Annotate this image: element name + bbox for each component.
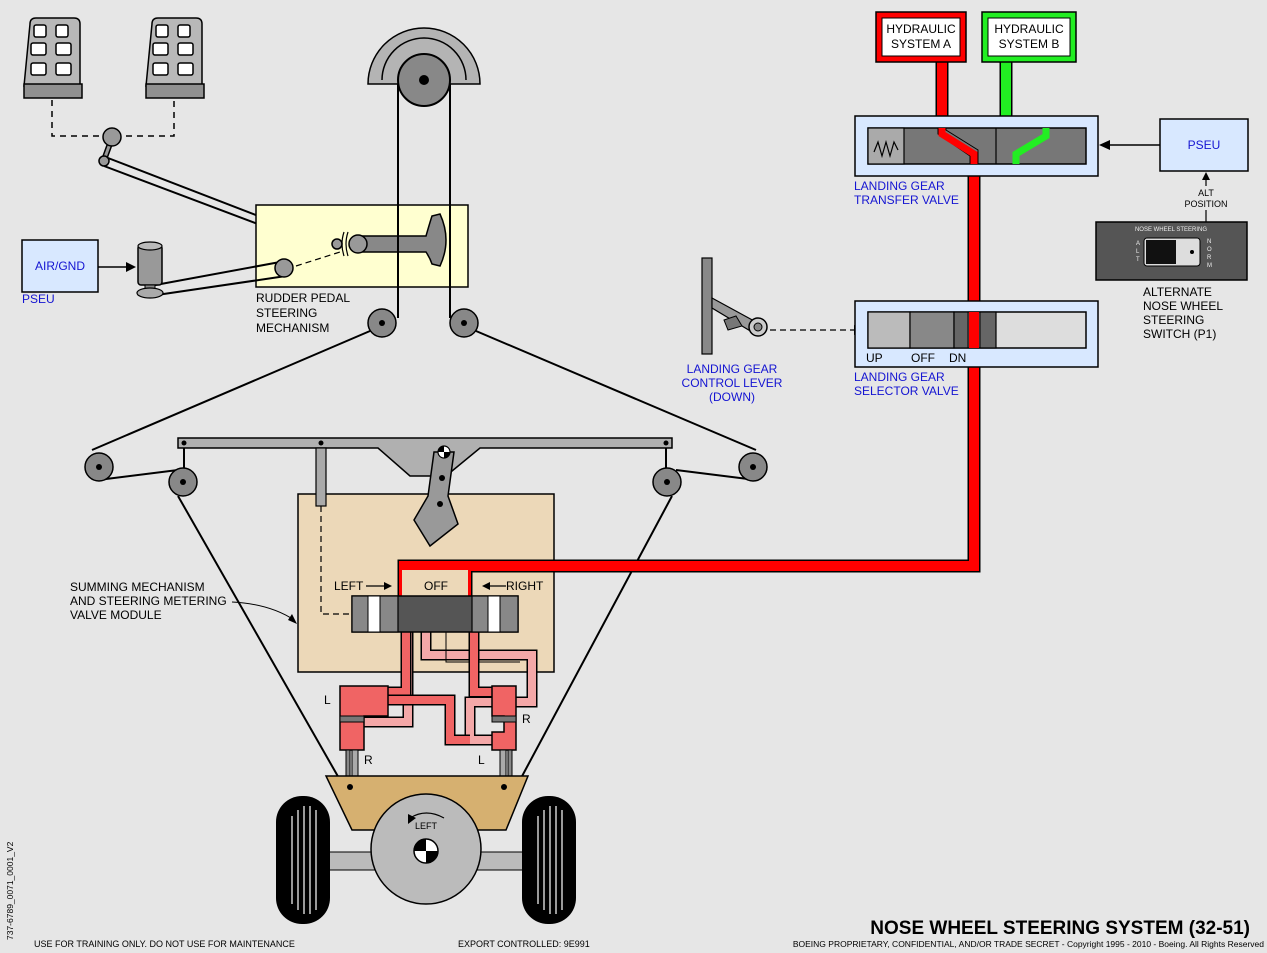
svg-text:DN: DN xyxy=(949,351,966,365)
svg-text:O: O xyxy=(1207,247,1212,253)
cable-pulley xyxy=(738,452,768,482)
air-gnd-label: AIR/GND xyxy=(35,259,85,273)
hydraulic-system-b-box: HYDRAULIC SYSTEM B xyxy=(981,11,1077,63)
pedal-link-dashed xyxy=(51,100,175,137)
air-gnd-box xyxy=(21,239,99,293)
svg-text:R: R xyxy=(522,712,531,726)
metering-valve xyxy=(351,570,519,633)
svg-text:OFF: OFF xyxy=(911,351,935,365)
sensor-rod xyxy=(149,261,287,297)
svg-text:LEFT: LEFT xyxy=(415,821,438,831)
svg-text:L: L xyxy=(478,753,485,767)
cable-pulley xyxy=(168,467,198,497)
rudder-pedal-icon xyxy=(145,17,205,99)
svg-text:LANDING GEAR: LANDING GEAR xyxy=(854,179,945,193)
side-id: 737-6789_0071_0001_V2 xyxy=(5,841,15,940)
svg-text:RIGHT: RIGHT xyxy=(506,579,544,593)
svg-text:STEERING: STEERING xyxy=(256,306,317,320)
svg-text:SWITCH (P1): SWITCH (P1) xyxy=(1143,327,1216,341)
footer-right: BOEING PROPRIETARY, CONFIDENTIAL, AND/OR… xyxy=(793,939,1264,949)
svg-text:HYDRAULIC: HYDRAULIC xyxy=(994,22,1064,36)
svg-text:SYSTEM B: SYSTEM B xyxy=(999,37,1060,51)
alt-switch-icon: NOSE WHEEL STEERING A L T N O R M xyxy=(1095,221,1248,281)
svg-text:POSITION: POSITION xyxy=(1184,199,1227,209)
cable-quadrant xyxy=(367,27,481,107)
svg-text:HYDRAULIC: HYDRAULIC xyxy=(886,22,956,36)
svg-text:PSEU: PSEU xyxy=(1188,138,1221,152)
svg-text:LANDING GEAR: LANDING GEAR xyxy=(687,362,778,376)
svg-text:L: L xyxy=(1136,249,1140,255)
svg-text:R: R xyxy=(1207,255,1212,261)
svg-text:N: N xyxy=(1207,239,1211,245)
steering-arrow-icon xyxy=(408,812,445,824)
svg-text:SELECTOR VALVE: SELECTOR VALVE xyxy=(854,384,959,398)
svg-text:(DOWN): (DOWN) xyxy=(709,390,755,404)
nose-gear-wheels xyxy=(276,775,576,924)
svg-text:RUDDER PEDAL: RUDDER PEDAL xyxy=(256,291,350,305)
svg-text:NOSE WHEEL: NOSE WHEEL xyxy=(1143,299,1223,313)
transfer-valve xyxy=(854,115,1099,177)
svg-text:LANDING GEAR: LANDING GEAR xyxy=(854,370,945,384)
svg-text:NOSE WHEEL STEERING: NOSE WHEEL STEERING xyxy=(1135,227,1207,233)
svg-text:MECHANISM: MECHANISM xyxy=(256,321,329,335)
svg-text:VALVE MODULE: VALVE MODULE xyxy=(70,608,162,622)
cable-pulley xyxy=(449,308,479,338)
svg-text:M: M xyxy=(1207,263,1212,269)
svg-text:SYSTEM A: SYSTEM A xyxy=(891,37,951,51)
pedal-lever xyxy=(98,127,122,167)
svg-text:TRANSFER VALVE: TRANSFER VALVE xyxy=(854,193,959,207)
pseu-box xyxy=(1159,118,1249,172)
svg-text:OFF: OFF xyxy=(424,579,448,593)
steering-actuator-left xyxy=(339,685,389,781)
diagram-title: NOSE WHEEL STEERING SYSTEM (32-51) xyxy=(870,918,1250,939)
svg-text:ALT: ALT xyxy=(1198,188,1214,198)
steering-actuator-right xyxy=(491,685,517,781)
cable-pulley xyxy=(367,308,397,338)
footer-left: USE FOR TRAINING ONLY. DO NOT USE FOR MA… xyxy=(34,939,295,949)
svg-text:CONTROL LEVER: CONTROL LEVER xyxy=(682,376,783,390)
svg-text:SUMMING MECHANISM: SUMMING MECHANISM xyxy=(70,580,205,594)
svg-text:L: L xyxy=(324,693,331,707)
rudder-pedal-icon xyxy=(23,17,83,99)
svg-text:A: A xyxy=(1136,241,1140,247)
svg-text:LEFT: LEFT xyxy=(334,579,364,593)
svg-text:UP: UP xyxy=(866,351,883,365)
svg-text:T: T xyxy=(1136,257,1140,263)
svg-text:R: R xyxy=(364,753,373,767)
rudder-mechanism-crank xyxy=(331,213,447,267)
landing-gear-lever xyxy=(701,257,768,355)
svg-text:ALTERNATE: ALTERNATE xyxy=(1143,285,1212,299)
summing-beam xyxy=(177,437,673,615)
cable-pulley xyxy=(652,467,682,497)
air-gnd-sensor-icon xyxy=(136,241,164,299)
svg-text:AND STEERING METERING: AND STEERING METERING xyxy=(70,594,227,608)
hub-icon xyxy=(413,838,439,864)
footer-mid: EXPORT CONTROLLED: 9E991 xyxy=(458,939,590,949)
cable-pulley xyxy=(84,452,114,482)
quadrant-cable xyxy=(397,84,451,318)
hydraulic-system-a-box: HYDRAULIC SYSTEM A xyxy=(875,11,967,63)
svg-text:STEERING: STEERING xyxy=(1143,313,1204,327)
pseu-left-label: PSEU xyxy=(22,292,55,306)
